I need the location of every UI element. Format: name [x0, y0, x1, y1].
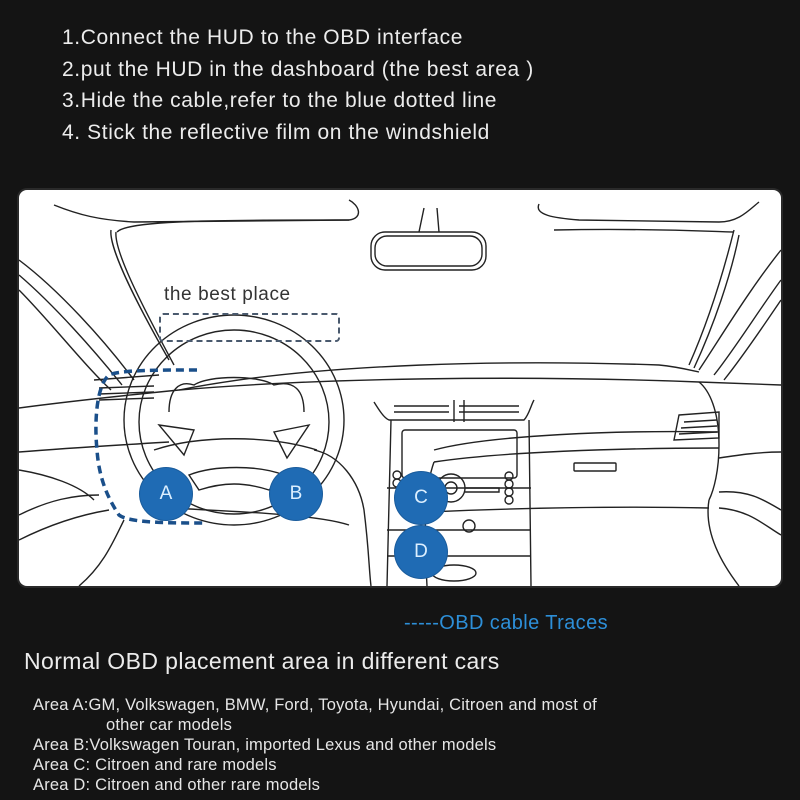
- best-place-zone: [159, 313, 340, 342]
- marker-label-b: B: [289, 483, 303, 504]
- placement-area-list: Area A:GM, Volkswagen, BMW, Ford, Toyota…: [33, 695, 597, 795]
- marker-area-d: D: [395, 526, 447, 578]
- area-a-continuation: other car models: [106, 716, 233, 734]
- area-c-text: Area C: Citroen and rare models: [33, 756, 277, 774]
- marker-label-d: D: [414, 541, 428, 562]
- installation-steps: 1.Connect the HUD to the OBD interface 2…: [62, 22, 534, 148]
- car-dashboard-diagram: the best place A B C D: [19, 190, 781, 586]
- area-b-text: Area B:Volkswagen Touran, imported Lexus…: [33, 736, 497, 754]
- dashboard-line-drawing: [19, 199, 781, 586]
- step-1: 1.Connect the HUD to the OBD interface: [62, 26, 463, 49]
- marker-area-c: C: [395, 472, 447, 524]
- marker-area-b: B: [270, 468, 322, 520]
- obd-cable-trace: [94, 368, 205, 525]
- area-a-text: Area A:GM, Volkswagen, BMW, Ford, Toyota…: [33, 696, 597, 714]
- marker-label-a: A: [159, 483, 173, 504]
- area-d-text: Area D: Citroen and other rare models: [33, 776, 321, 794]
- best-place-label: the best place: [164, 284, 291, 305]
- placement-title: Normal OBD placement area in different c…: [24, 648, 500, 674]
- step-4: 4. Stick the reflective film on the wind…: [62, 120, 490, 144]
- step-2: 2.put the HUD in the dashboard (the best…: [62, 57, 534, 81]
- step-3: 3.Hide the cable,refer to the blue dotte…: [62, 89, 498, 112]
- marker-area-a: A: [140, 468, 192, 520]
- marker-label-c: C: [414, 487, 428, 508]
- cable-trace-legend: -----OBD cable Traces: [404, 612, 608, 634]
